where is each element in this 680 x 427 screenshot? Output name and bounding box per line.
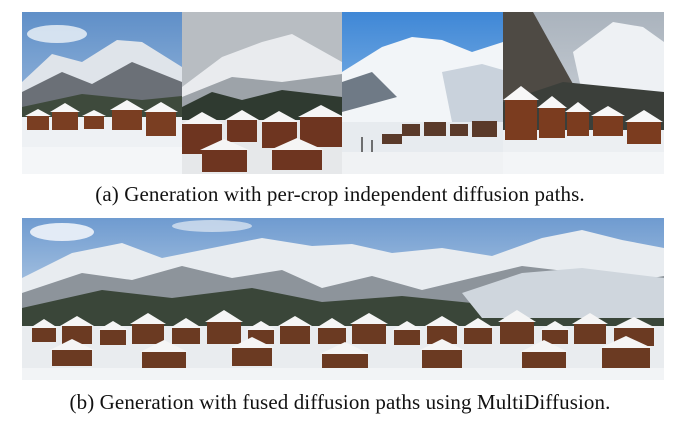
crop-4-image: [503, 12, 664, 174]
panel-b-panorama-image: [22, 218, 664, 380]
caption-b: (b) Generation with fused diffusion path…: [69, 390, 611, 414]
caption-a: (a) Generation with per-crop independent…: [95, 182, 585, 206]
crop-3-image: [342, 12, 503, 174]
crop-1-image: [22, 12, 182, 174]
panel-a-image-strip: [22, 12, 664, 174]
crop-2-image: [182, 12, 342, 174]
